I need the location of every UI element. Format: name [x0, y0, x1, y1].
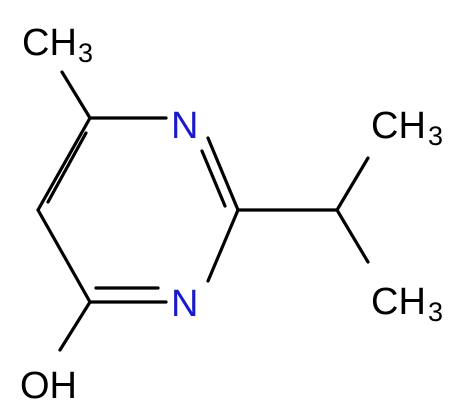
- methyl-right-bottom-subscript: 3: [428, 297, 443, 327]
- methyl-right-top-label: CH: [371, 105, 426, 147]
- atom-methyl-right-bottom: CH 3: [371, 281, 443, 327]
- n-bottom-label: N: [171, 283, 198, 325]
- bond-n-top-to-c2: [206, 136, 240, 212]
- methyl-top-subscript: 3: [78, 38, 93, 68]
- methyl-right-bottom-label: CH: [371, 281, 426, 323]
- n-top-label: N: [171, 105, 198, 147]
- bond-c2-to-n-bottom: [206, 208, 240, 283]
- bond-lines: [36, 70, 370, 352]
- bond-isopropyl-to-top-methyl: [335, 156, 370, 212]
- atom-hydroxyl: OH: [20, 365, 77, 407]
- hydroxyl-label: OH: [20, 365, 77, 407]
- methyl-top-label: CH: [22, 22, 77, 64]
- bond-ring-left-lower: [36, 208, 92, 304]
- bond-methyl-top-to-ring: [60, 70, 92, 120]
- atom-n-bottom: N: [171, 283, 198, 325]
- bond-ring-left-upper-double: [46, 131, 88, 204]
- bond-ring-left-upper: [36, 116, 92, 212]
- bond-isopropyl-to-bottom-methyl: [335, 208, 370, 264]
- atom-n-top: N: [171, 105, 198, 147]
- bond-n-top-to-c2-double: [200, 149, 227, 208]
- bond-ring-bottom-left-to-oh: [58, 300, 92, 352]
- atom-methyl-top: CH 3: [22, 22, 93, 68]
- atom-methyl-right-top: CH 3: [371, 105, 443, 151]
- methyl-right-top-subscript: 3: [428, 121, 443, 151]
